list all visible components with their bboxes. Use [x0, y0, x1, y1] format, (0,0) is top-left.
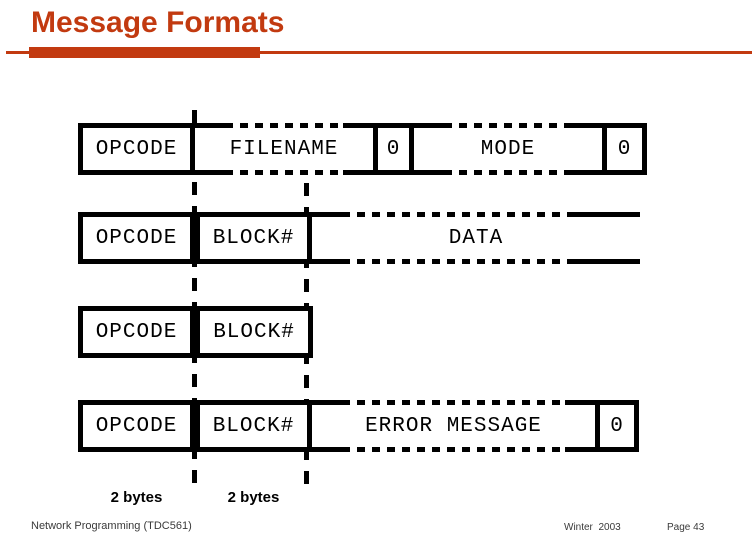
field-label: BLOCK# — [212, 226, 295, 250]
footer-course-name: Network Programming (TDC561) — [31, 520, 192, 532]
field-error-message: ERROR MESSAGE — [312, 400, 595, 452]
field-opcode: OPCODE — [78, 306, 195, 358]
field-label: OPCODE — [95, 320, 178, 344]
field-zero-terminator-3: 0 — [595, 400, 639, 452]
field-block-number: BLOCK# — [195, 306, 313, 358]
byte-size-label-opcode: 2 bytes — [110, 489, 163, 506]
field-zero-terminator-2: 0 — [602, 123, 647, 175]
field-label: BLOCK# — [213, 320, 295, 344]
field-label: 0 — [617, 137, 632, 161]
field-label: 0 — [386, 137, 401, 161]
page-title: Message Formats — [31, 6, 285, 39]
field-filename: FILENAME — [195, 123, 373, 175]
field-opcode: OPCODE — [78, 400, 195, 452]
field-label: ERROR MESSAGE — [365, 414, 542, 438]
format-row-request: OPCODE FILENAME 0 MODE 0 — [78, 123, 647, 175]
field-block-number: BLOCK# — [195, 400, 312, 452]
title-rule — [6, 51, 752, 54]
format-row-ack: OPCODE BLOCK# — [78, 306, 313, 358]
byte-size-label-block: 2 bytes — [227, 489, 280, 506]
field-label: DATA — [448, 226, 504, 250]
footer-page-number: Page 43 — [667, 522, 705, 533]
field-opcode: OPCODE — [78, 212, 195, 264]
field-opcode: OPCODE — [78, 123, 195, 175]
field-label: OPCODE — [95, 414, 178, 438]
format-row-error: OPCODE BLOCK# ERROR MESSAGE 0 — [78, 400, 639, 452]
format-row-data: OPCODE BLOCK# DATA — [78, 212, 640, 264]
title-rule-accent-bar — [29, 47, 260, 58]
field-label: FILENAME — [229, 137, 339, 161]
field-mode: MODE — [414, 123, 602, 175]
column-guide-line-left — [192, 110, 197, 490]
footer-term: Winter 2003 — [564, 522, 621, 533]
field-label: MODE — [480, 137, 536, 161]
field-label: BLOCK# — [212, 414, 295, 438]
field-label: OPCODE — [95, 137, 178, 161]
field-zero-terminator-1: 0 — [373, 123, 414, 175]
field-label: OPCODE — [95, 226, 178, 250]
field-label: 0 — [610, 414, 624, 438]
field-block-number: BLOCK# — [195, 212, 312, 264]
field-data: DATA — [312, 212, 640, 264]
